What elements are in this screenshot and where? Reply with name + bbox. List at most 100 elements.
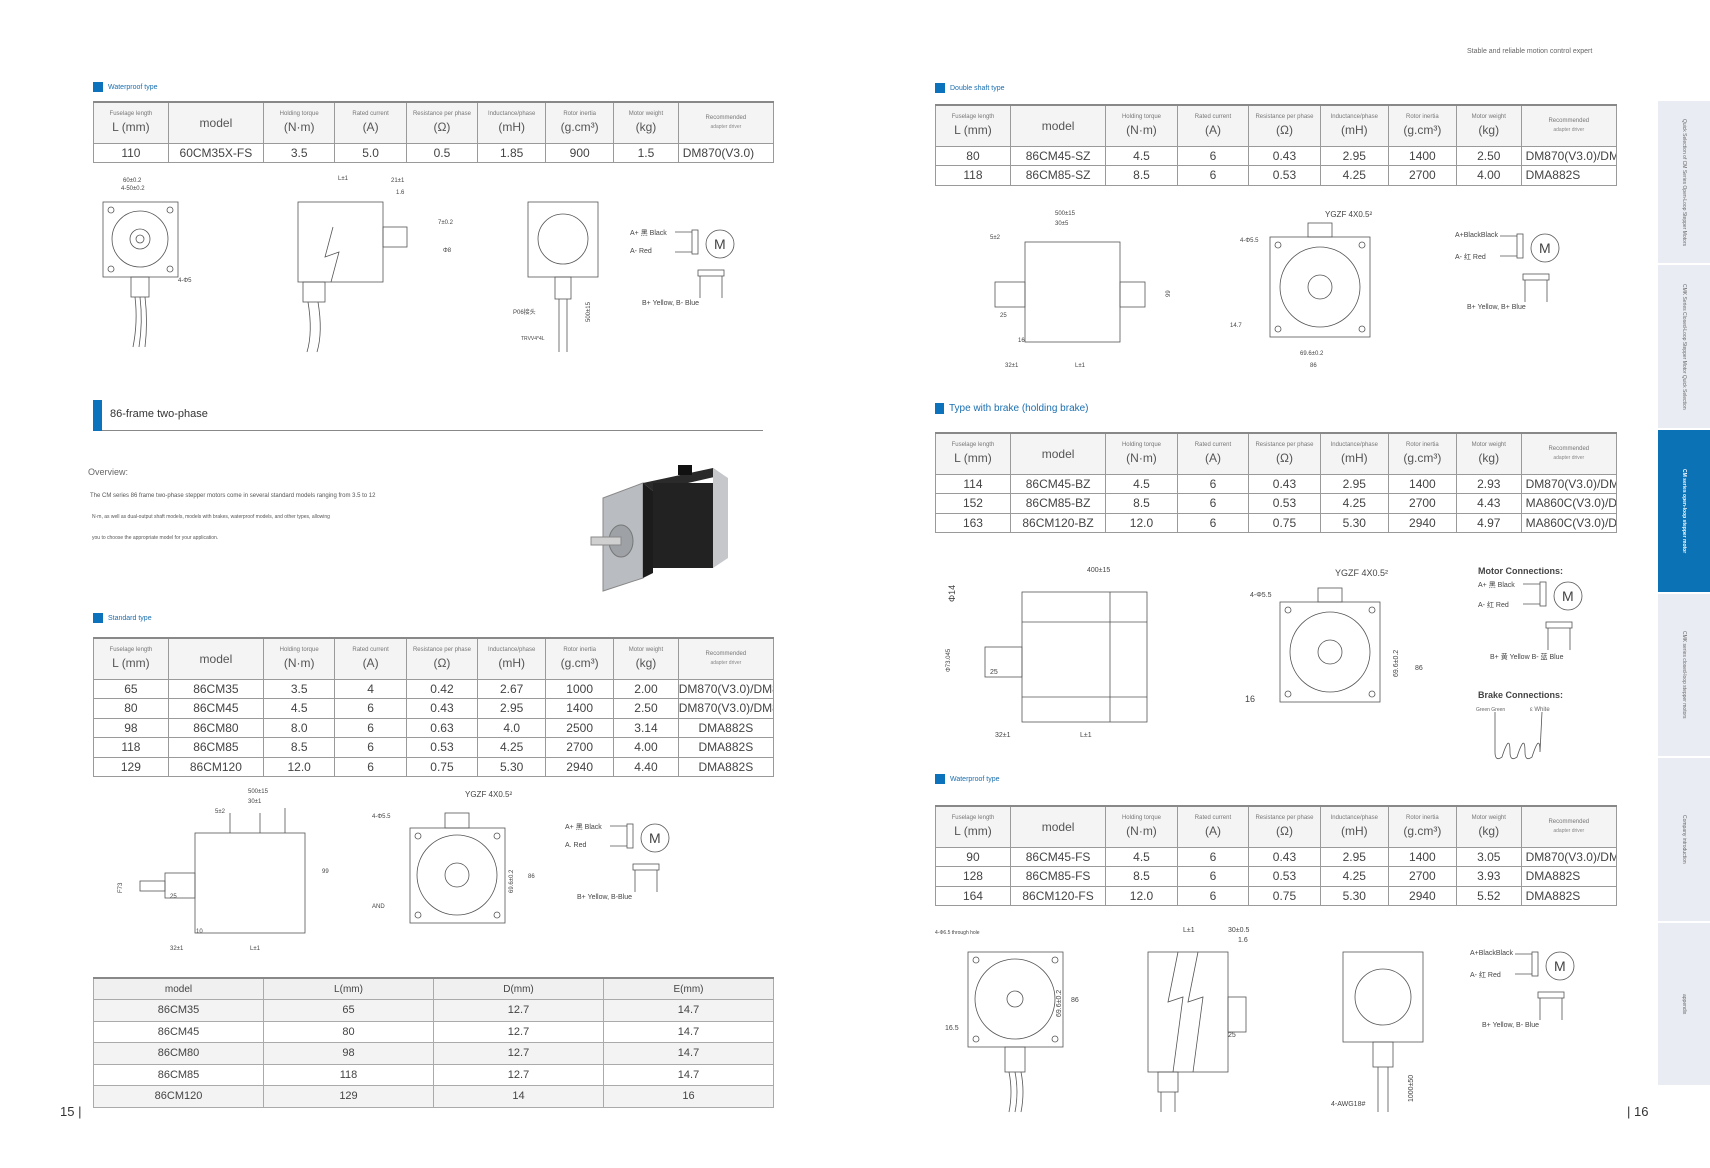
- table-cell: DMA882S: [1520, 866, 1618, 887]
- table-cell: 14: [433, 1085, 604, 1108]
- table-cell: 12.7: [433, 1063, 604, 1086]
- column-header: model: [167, 637, 264, 680]
- sidebar-tab-label: CM series open-loop stepper motor: [1681, 468, 1687, 553]
- column-header: Rotor inertia(g.cm³): [1387, 104, 1457, 147]
- table-cell: 129: [93, 756, 169, 777]
- table-cell: 0.43: [1248, 473, 1321, 494]
- column-header-unit: (N·m): [283, 656, 315, 671]
- table-cell: MA860C(V3.0)/DMA882S: [1520, 512, 1618, 533]
- table-cell: DM870(V3.0): [677, 142, 775, 163]
- column-header-unit: (A): [1204, 123, 1221, 138]
- sidebar-tab[interactable]: Company introduction: [1658, 758, 1710, 921]
- column-header-label: Inductance/phase: [1330, 815, 1378, 822]
- column-header: Rotor inertia(g.cm³): [1387, 432, 1457, 475]
- column-header-unit: (mH): [1340, 123, 1368, 138]
- table-cell: 0.43: [1248, 846, 1321, 867]
- table-cell: 6: [1176, 512, 1250, 533]
- table-cell: 12.7: [433, 1020, 604, 1043]
- svg-text:TRVV4*4L: TRVV4*4L: [521, 336, 545, 342]
- svg-text:4-Φ5.5: 4-Φ5.5: [1250, 592, 1272, 599]
- column-header-label: Motor weight: [628, 111, 664, 118]
- svg-text:YGZF 4X0.5²: YGZF 4X0.5²: [1335, 568, 1388, 578]
- column-header-label: Rotor inertia: [563, 647, 596, 654]
- table-cell: 86CM45-BZ: [1009, 473, 1107, 494]
- column-header-unit: L (mm): [112, 656, 150, 671]
- svg-text:60±0.2: 60±0.2: [123, 178, 142, 184]
- column-header-unit: model: [1041, 446, 1075, 461]
- table-cell: 129: [263, 1085, 434, 1108]
- table-cell: 86CM80: [93, 1042, 264, 1065]
- wire-label-a-plus: A+ 黑 Black: [630, 230, 667, 237]
- table-cell: 98: [263, 1042, 434, 1065]
- table-cell: 152: [935, 493, 1011, 514]
- column-header-unit: (kg): [1478, 451, 1500, 466]
- table-cell: 163: [935, 512, 1011, 533]
- wire-label-a-minus: A- Red: [630, 248, 652, 255]
- table-cell: 4.5: [262, 698, 336, 719]
- motor-glyph: M: [649, 830, 661, 846]
- column-header-label: Inductance/phase: [1330, 442, 1378, 449]
- column-header-unit: (A): [1204, 451, 1221, 466]
- table-cell: 2940: [1387, 885, 1457, 906]
- wire-label-a-minus: A- 红 Red: [1478, 602, 1509, 609]
- section-tag-standard: Standard type: [93, 613, 152, 623]
- column-header: Motor weight(kg): [1455, 805, 1522, 848]
- table-cell: 8.5: [1105, 493, 1178, 514]
- column-header-unit: model: [199, 115, 233, 130]
- svg-text:69.6±0.2: 69.6±0.2: [1056, 990, 1063, 1017]
- table-cell: 16: [603, 1085, 774, 1108]
- sidebar-tab[interactable]: CM series open-loop stepper motor: [1658, 429, 1710, 592]
- column-header-unit: (Ω): [1276, 824, 1293, 839]
- table-cell: 0.42: [405, 678, 479, 699]
- brake-connections-title: Brake Connections:: [1478, 690, 1564, 700]
- svg-text:5±2: 5±2: [990, 235, 1001, 241]
- column-header-unit: (kg): [635, 120, 657, 135]
- table-cell: 2.95: [477, 698, 547, 719]
- table-cell: 0.53: [1248, 165, 1321, 186]
- table-cell: 2.50: [1455, 145, 1522, 166]
- drawing-86cm-standard: 500±15 30±1 5±2 99 25 32±1 L±1 10 F73 YG…: [118, 789, 535, 952]
- sidebar-tab[interactable]: appendix: [1658, 922, 1710, 1085]
- svg-text:YGZF 4X0.5²: YGZF 4X0.5²: [465, 790, 512, 799]
- column-header-label: Resistance per phase: [412, 647, 471, 654]
- column-header: Holding torque(N·m): [1105, 432, 1178, 475]
- column-header-label: Resistance per phase: [1255, 815, 1314, 822]
- svg-text:32±1: 32±1: [170, 946, 184, 952]
- svg-text:4-Φ5: 4-Φ5: [178, 278, 192, 284]
- column-header: L(mm): [263, 977, 434, 1000]
- sidebar-tab[interactable]: Quick Selection of CM Series Open-Loop S…: [1658, 101, 1710, 264]
- column-header-label: Resistance per phase: [1255, 114, 1314, 121]
- table-cell: DM870(V3.0)/DM882S: [1520, 473, 1618, 494]
- svg-text:69.6±0.2: 69.6±0.2: [509, 869, 515, 893]
- sidebar-tab[interactable]: CMK Series Closed-Loop Stepper Motor Qui…: [1658, 265, 1710, 428]
- table-cell: 6: [1176, 885, 1250, 906]
- table-cell: 14.7: [603, 1063, 774, 1086]
- column-header-unit: (Ω): [433, 120, 451, 135]
- column-header-unit: (Ω): [1276, 451, 1293, 466]
- table-cell: 14.7: [603, 1042, 774, 1065]
- wire-label-a-plus: A+BlackBlack: [1470, 950, 1513, 957]
- column-header-unit: (mH): [1340, 824, 1368, 839]
- table-cell: 6: [334, 698, 407, 719]
- svg-text:4-50±0.2: 4-50±0.2: [121, 186, 145, 192]
- table-cell: 2700: [1387, 866, 1457, 887]
- table-cell: 4: [334, 678, 407, 699]
- column-header-label: Rated current: [1194, 815, 1232, 822]
- table-cell: 3.14: [613, 717, 679, 738]
- table-cell: 12.0: [262, 756, 336, 777]
- motor-coil-icon: M: [675, 229, 735, 298]
- svg-text:500±15: 500±15: [586, 301, 592, 322]
- drawing-86cm-brake: 400±15 Φ14 Φ73.045 25 32±1 L±1 YGZF 4X0.…: [946, 567, 1423, 739]
- sidebar-tab[interactable]: CMK series closed-loop stepper motors: [1658, 593, 1710, 757]
- svg-text:L±1: L±1: [250, 946, 261, 952]
- column-header-unit: (kg): [635, 656, 657, 671]
- table-cell: 2.50: [613, 698, 679, 719]
- column-header-unit: (N·m): [283, 120, 315, 135]
- column-header: Rated current(A): [334, 637, 407, 680]
- table-cell: 4.5: [1105, 473, 1178, 494]
